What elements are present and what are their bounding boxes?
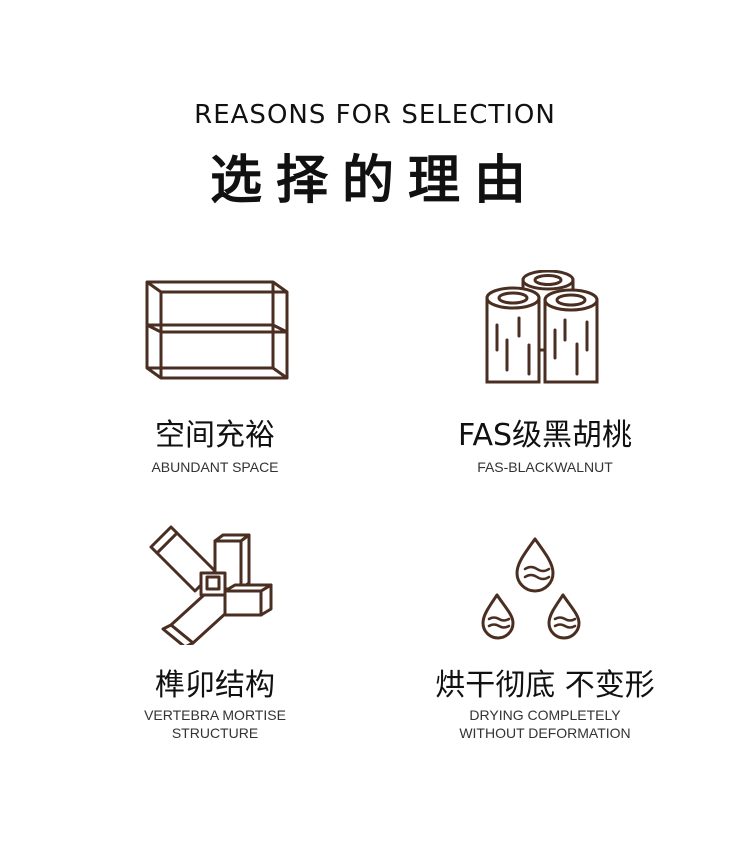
feature-subtitle: ABUNDANT SPACE	[65, 458, 365, 476]
feature-subtitle-line: FAS-BLACKWALNUT	[477, 459, 613, 475]
mortise-joint-icon	[65, 515, 365, 645]
feature-title: FAS级黑胡桃	[457, 418, 633, 453]
water-drops-icon	[395, 515, 695, 645]
page-title-zh: 选择的理由	[209, 151, 540, 211]
feature-subtitle: FAS-BLACKWALNUT	[395, 458, 695, 476]
feature-title: 榫卯结构	[155, 668, 275, 703]
feature-subtitle-line: WITHOUT DEFORMATION	[459, 725, 631, 741]
feature-title: 烘干彻底 不变形	[435, 668, 655, 703]
feature-subtitle-line: VERTEBRA MORTISE	[144, 707, 286, 723]
page-title-en: REASONS FOR SELECTION	[194, 100, 556, 130]
feature-subtitle: VERTEBRA MORTISE STRUCTURE	[65, 706, 365, 742]
shelf-icon	[65, 270, 365, 400]
feature-subtitle: DRYING COMPLETELY WITHOUT DEFORMATION	[395, 706, 695, 742]
logs-icon	[395, 270, 695, 400]
feature-title: 空间充裕	[155, 418, 275, 453]
feature-subtitle-line: ABUNDANT SPACE	[151, 459, 279, 475]
feature-subtitle-line: DRYING COMPLETELY	[469, 707, 621, 723]
feature-subtitle-line: STRUCTURE	[171, 725, 259, 741]
